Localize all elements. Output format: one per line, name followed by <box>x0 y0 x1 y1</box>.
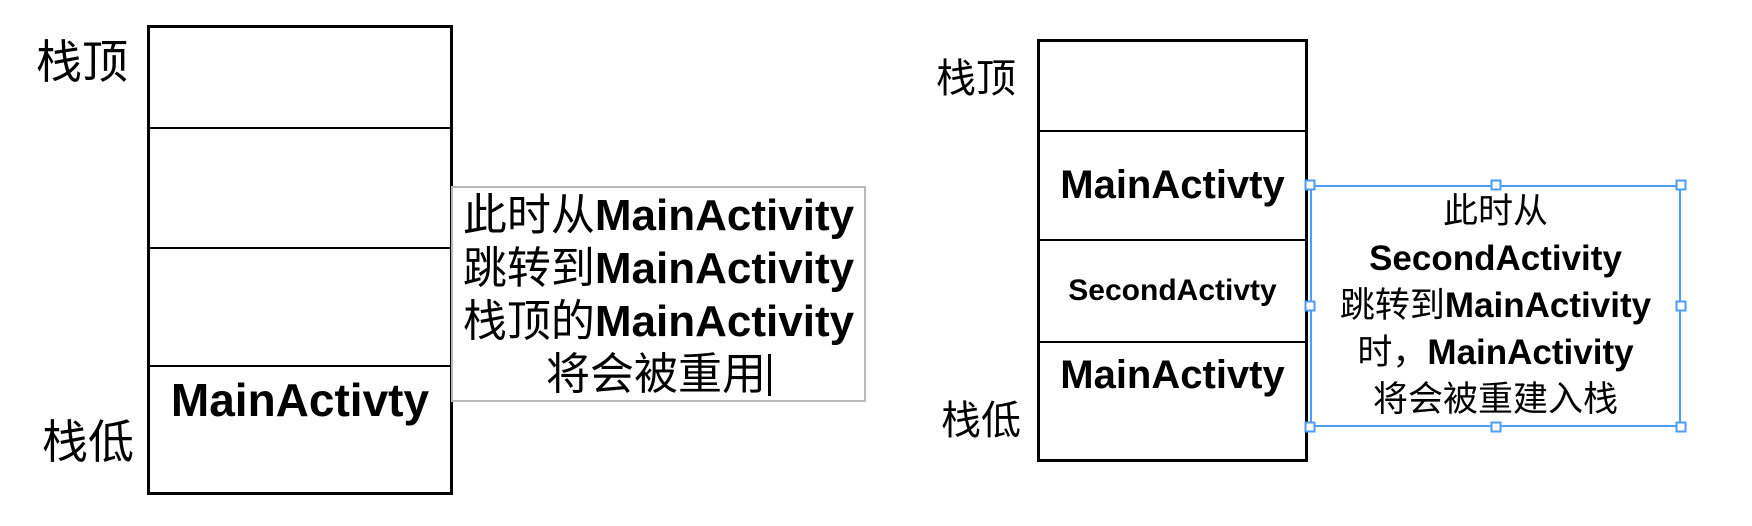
right-activity-stack: MainActivty SecondActivty MainActivty <box>1037 39 1308 462</box>
left-activity-stack: MainActivty <box>147 25 453 495</box>
right-stack-cell-3: SecondActivty <box>1040 239 1305 341</box>
left-note-textbox[interactable]: 此时从MainActivity 跳转到MainActivity 栈顶的MainA… <box>451 186 866 402</box>
selection-handle-bottom-right[interactable] <box>1675 421 1687 433</box>
selection-handle-bottom-middle[interactable] <box>1490 421 1501 433</box>
right-note-line-5-text: 将会被重建入栈 <box>1372 380 1618 419</box>
left-note-line-4-text: 将会被重用 <box>546 350 766 399</box>
right-note-line-3: 跳转到MainActivity <box>1312 282 1679 329</box>
left-stack-bottom-label: 栈低 <box>42 416 134 468</box>
left-stack-cell-3 <box>150 247 450 365</box>
left-stack-top-label: 栈顶 <box>36 36 128 88</box>
left-note-line-3: 栈顶的MainActivity <box>453 295 864 348</box>
left-note-line-4: 将会被重用 <box>453 348 864 401</box>
left-note-line-2-bold: MainActivity <box>594 244 855 293</box>
right-note-line-4: 时，MainActivity <box>1312 329 1679 376</box>
right-stack-cell-2-label: MainActivty <box>1060 163 1285 208</box>
right-stack-cell-4-label: MainActivty <box>1060 352 1285 397</box>
left-note-line-3-text: 栈顶的 <box>462 297 595 346</box>
right-note-selection: 此时从 SecondActivity 跳转到MainActivity 时，Mai… <box>1304 179 1687 433</box>
right-note-line-5: 将会被重建入栈 <box>1312 376 1679 423</box>
right-note-line-4-text: 时， <box>1357 333 1428 372</box>
selection-handle-top-left[interactable] <box>1304 179 1316 191</box>
selection-handle-bottom-left[interactable] <box>1304 421 1316 433</box>
right-note-line-3-text: 跳转到 <box>1339 286 1445 325</box>
right-note-line-4-bold: MainActivity <box>1427 333 1634 372</box>
selection-handle-middle-left[interactable] <box>1304 300 1316 312</box>
left-stack-cell-2 <box>150 126 450 248</box>
right-stack-cell-2: MainActivty <box>1040 130 1305 239</box>
right-stack-cell-4: MainActivty <box>1040 340 1305 459</box>
text-caret <box>768 354 771 396</box>
left-stack-cell-1 <box>150 28 450 127</box>
selection-handle-top-middle[interactable] <box>1490 179 1501 191</box>
left-note-line-1: 此时从MainActivity <box>453 189 864 242</box>
right-note-line-2: SecondActivity <box>1312 235 1679 282</box>
right-note-line-1: 此时从 <box>1312 188 1679 235</box>
left-note-line-1-bold: MainActivity <box>594 191 855 240</box>
right-note-line-1-text: 此时从 <box>1442 192 1548 231</box>
left-note-line-3-bold: MainActivity <box>594 297 855 346</box>
right-stack-cell-1 <box>1040 42 1305 130</box>
selection-handle-top-right[interactable] <box>1675 179 1687 191</box>
right-stack-bottom-label: 栈低 <box>941 399 1021 443</box>
left-stack-cell-4: MainActivty <box>150 365 450 492</box>
right-stack-cell-3-label: SecondActivty <box>1068 274 1277 308</box>
right-note-textbox[interactable]: 此时从 SecondActivity 跳转到MainActivity 时，Mai… <box>1310 185 1681 427</box>
selection-handle-middle-right[interactable] <box>1675 300 1687 312</box>
left-note-line-2: 跳转到MainActivity <box>453 242 864 295</box>
right-note-line-2-bold: SecondActivity <box>1369 239 1622 278</box>
left-stack-cell-4-label: MainActivty <box>170 374 430 427</box>
left-note-line-2-text: 跳转到 <box>462 244 595 293</box>
left-note-line-1-text: 此时从 <box>462 191 595 240</box>
right-note-line-3-bold: MainActivity <box>1444 286 1652 325</box>
right-stack-top-label: 栈顶 <box>936 57 1016 101</box>
